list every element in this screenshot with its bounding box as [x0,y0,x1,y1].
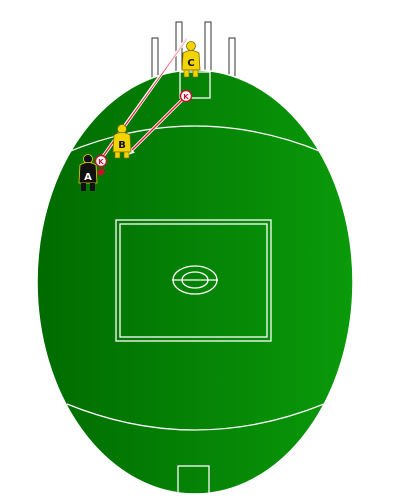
player-c[interactable]: C [181,41,201,78]
kick-marker-a-label: K [98,158,104,166]
field-markings [66,71,325,495]
centre-square-inner [119,223,268,338]
football-icon [97,168,105,176]
player-b[interactable]: B [112,124,132,159]
kick-marker-c: K [179,89,193,103]
player-figure-icon [112,124,132,159]
fifty-arc-top [67,125,323,153]
centre-square-outer [115,219,272,342]
player-figure-icon [181,41,201,78]
behind-post-left [151,37,159,79]
fifty-arc-bottom [66,403,325,431]
player-b-label: B [118,140,126,151]
goal-post-right [204,21,212,79]
kick-arrow-c-to-b-core [126,95,187,156]
goal-square-bottom [177,465,210,495]
player-figure-icon [78,154,98,191]
kick-guide-a [117,33,191,134]
player-a[interactable]: A [78,154,106,192]
behind-post-right [228,37,236,79]
kick-marker-c-label: K [183,93,189,101]
kick-marker-a: K [94,154,108,168]
player-a-label: A [84,172,92,183]
player-c-label: C [187,58,194,69]
